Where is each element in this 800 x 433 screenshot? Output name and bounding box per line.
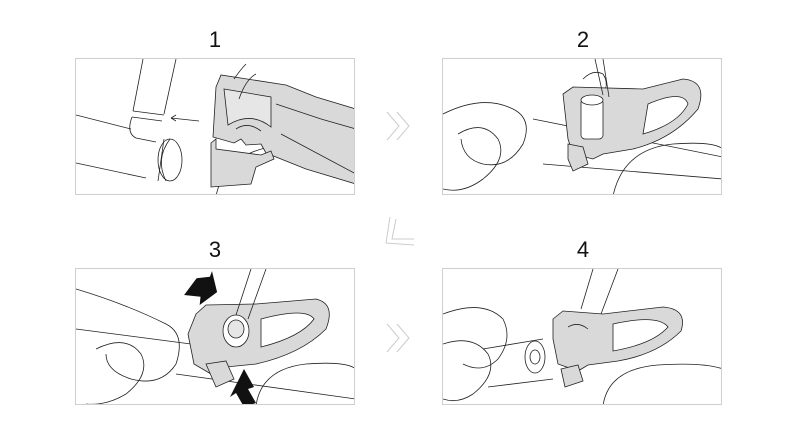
press-arrow-bottom-icon (230, 369, 256, 404)
step-1-illustration (75, 58, 355, 195)
step-number-2: 2 (576, 27, 590, 52)
step-3-illustration (75, 268, 355, 405)
press-arrow-top-icon (184, 271, 218, 305)
step-2-illustration (442, 58, 722, 195)
step-4-illustration (442, 268, 722, 405)
chevron-right-icon-2 (385, 322, 415, 354)
step-number-3: 3 (208, 237, 222, 262)
step-number-4: 4 (576, 237, 590, 262)
chevron-down-left-icon (382, 215, 418, 249)
step-number-1: 1 (208, 27, 222, 52)
chevron-right-icon (385, 110, 415, 142)
